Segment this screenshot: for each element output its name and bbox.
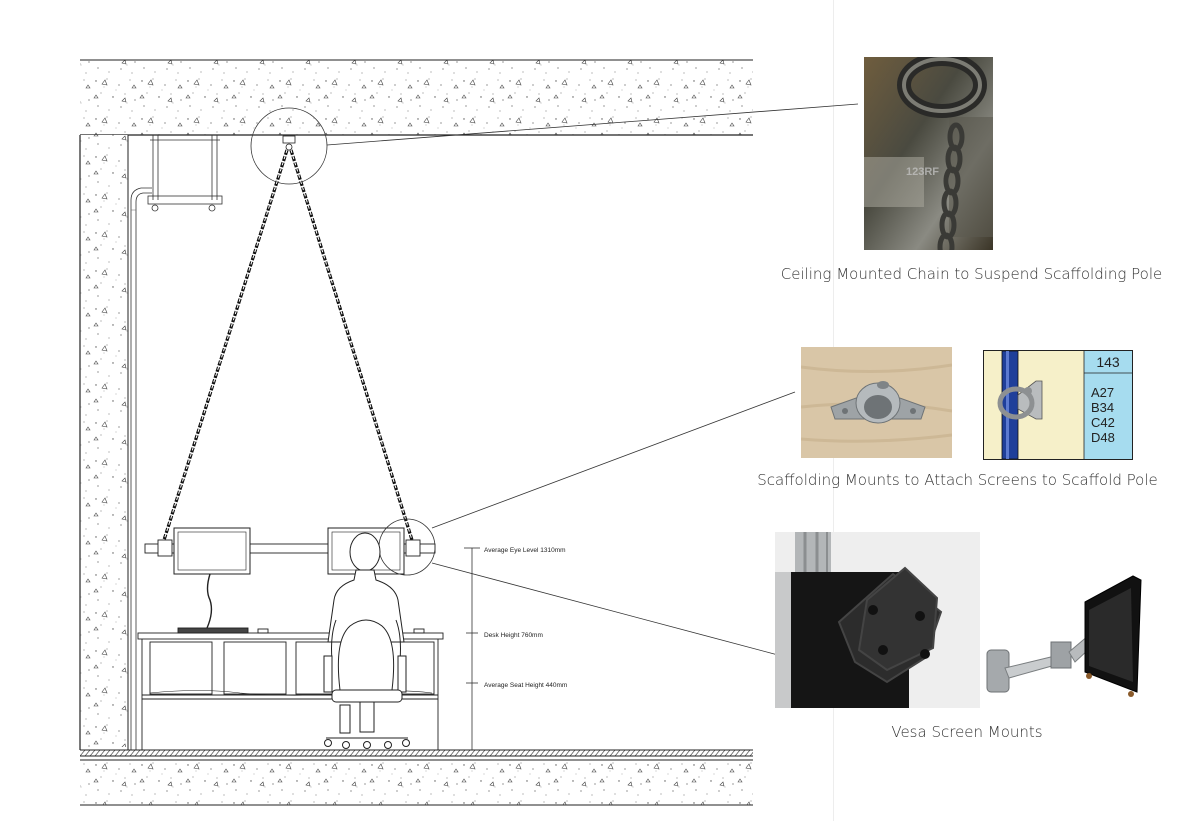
leader-lines [326,103,859,656]
scaffold-mounts-caption: Scaffolding Mounts to Attach Screens to … [757,471,1158,489]
floor-slab [80,749,753,806]
concrete-wall [79,135,129,750]
ceiling-slab [80,59,753,136]
desk-height-label: Desk Height 760mm [484,632,543,639]
seated-person [327,532,405,661]
eye-level-label: Average Eye Level 1310mm [484,547,566,554]
desk [137,627,444,750]
clamp-size-a: A27 [1091,385,1115,400]
vesa-mount-photo [775,532,980,708]
photo-watermark: 123RF [906,166,939,178]
vesa-caption: Vesa Screen Mounts [891,723,1043,741]
ceiling-unit [147,135,223,212]
articulating-arm-photo [985,572,1145,704]
office-chair [323,619,410,749]
monitor-cable [206,573,213,629]
seat-height-label: Average Seat Height 440mm [484,682,567,689]
cable-conduit [130,187,152,750]
clamp-illustration: 143 A27 B34 C42 D48 [983,350,1133,460]
chain-caption: Ceiling Mounted Chain to Suspend Scaffol… [780,265,1163,283]
clamp-size-b: B34 [1091,400,1115,415]
clamp-table-header: 143 [1096,354,1120,370]
clamp-size-c: C42 [1091,415,1115,430]
suspension-chains [162,149,414,541]
chain-photo: 123RF [864,57,993,250]
dimension-line [464,547,480,750]
ceiling-anchor [250,107,328,185]
clamp-size-d: D48 [1091,430,1115,445]
scaffold-mount-photo [801,347,952,458]
